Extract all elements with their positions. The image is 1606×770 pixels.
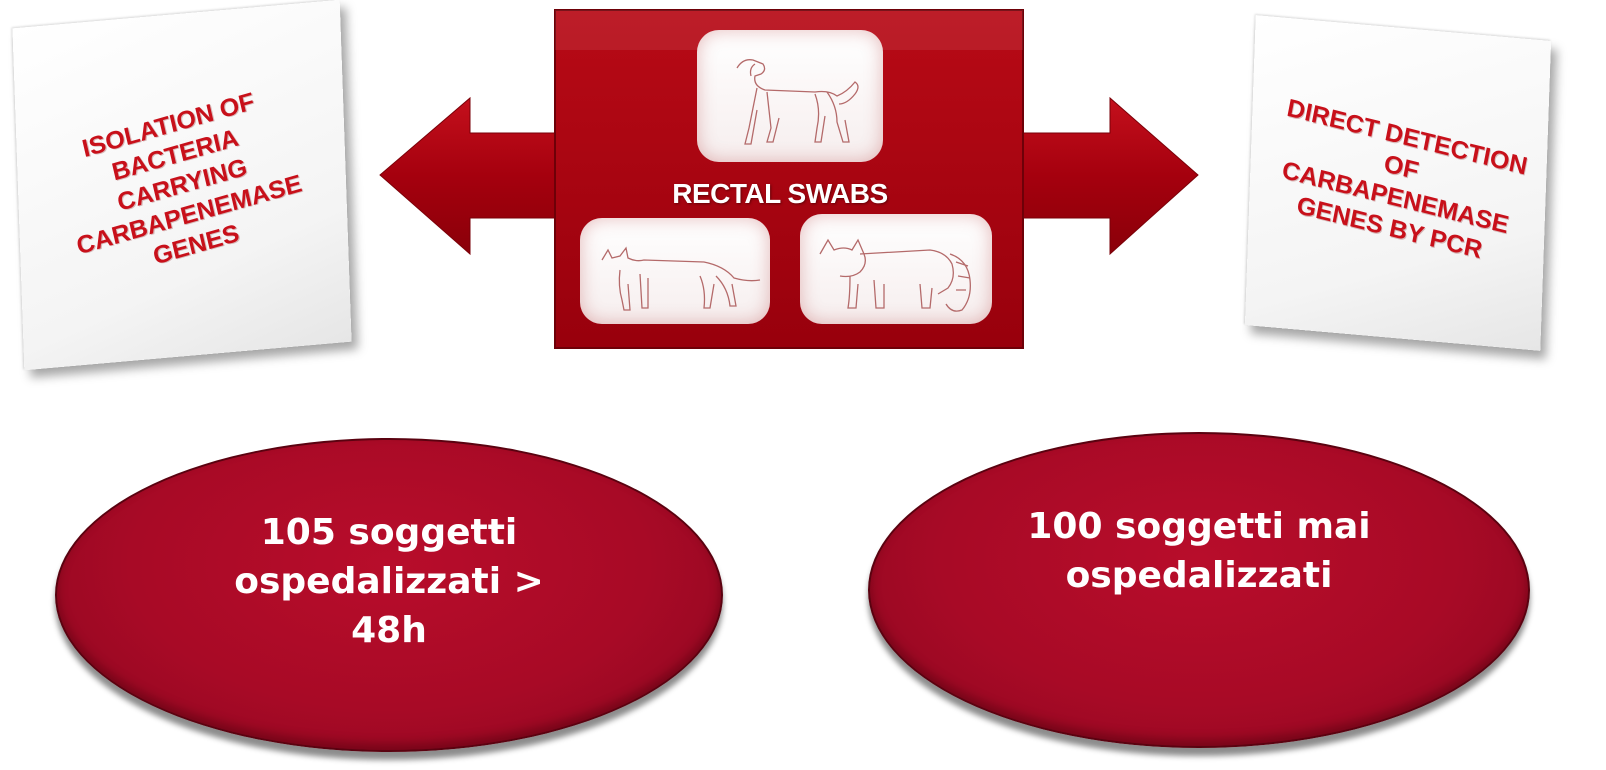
cat-icon: [601, 246, 761, 311]
right-card-text: DIRECT DETECTION OF CARBAPENEMASE GENES …: [1279, 93, 1530, 265]
cat-image-panel: [580, 218, 770, 324]
left-card: ISOLATION OF BACTERIA CARRYING CARBAPENE…: [12, 0, 352, 371]
left-arrow-shape: [379, 96, 571, 256]
raccoon-image-panel: [800, 214, 992, 324]
dog-image-panel: [697, 30, 883, 162]
right-ellipse: 100 soggetti mai ospedalizzati: [868, 432, 1530, 748]
raccoon-icon: [819, 238, 971, 312]
left-card-text: ISOLATION OF BACTERIA CARRYING CARBAPENE…: [73, 86, 305, 270]
left-ellipse: 105 soggetti ospedalizzati > 48h: [55, 438, 723, 752]
right-ellipse-text: 100 soggetti mai ospedalizzati: [1027, 506, 1371, 596]
dog-icon: [736, 59, 859, 145]
left-ellipse-text: 105 soggetti ospedalizzati > 48h: [234, 512, 544, 651]
right-card: DIRECT DETECTION OF CARBAPENEMASE GENES …: [1244, 15, 1552, 351]
center-label: RECTAL SWABS: [672, 178, 888, 209]
